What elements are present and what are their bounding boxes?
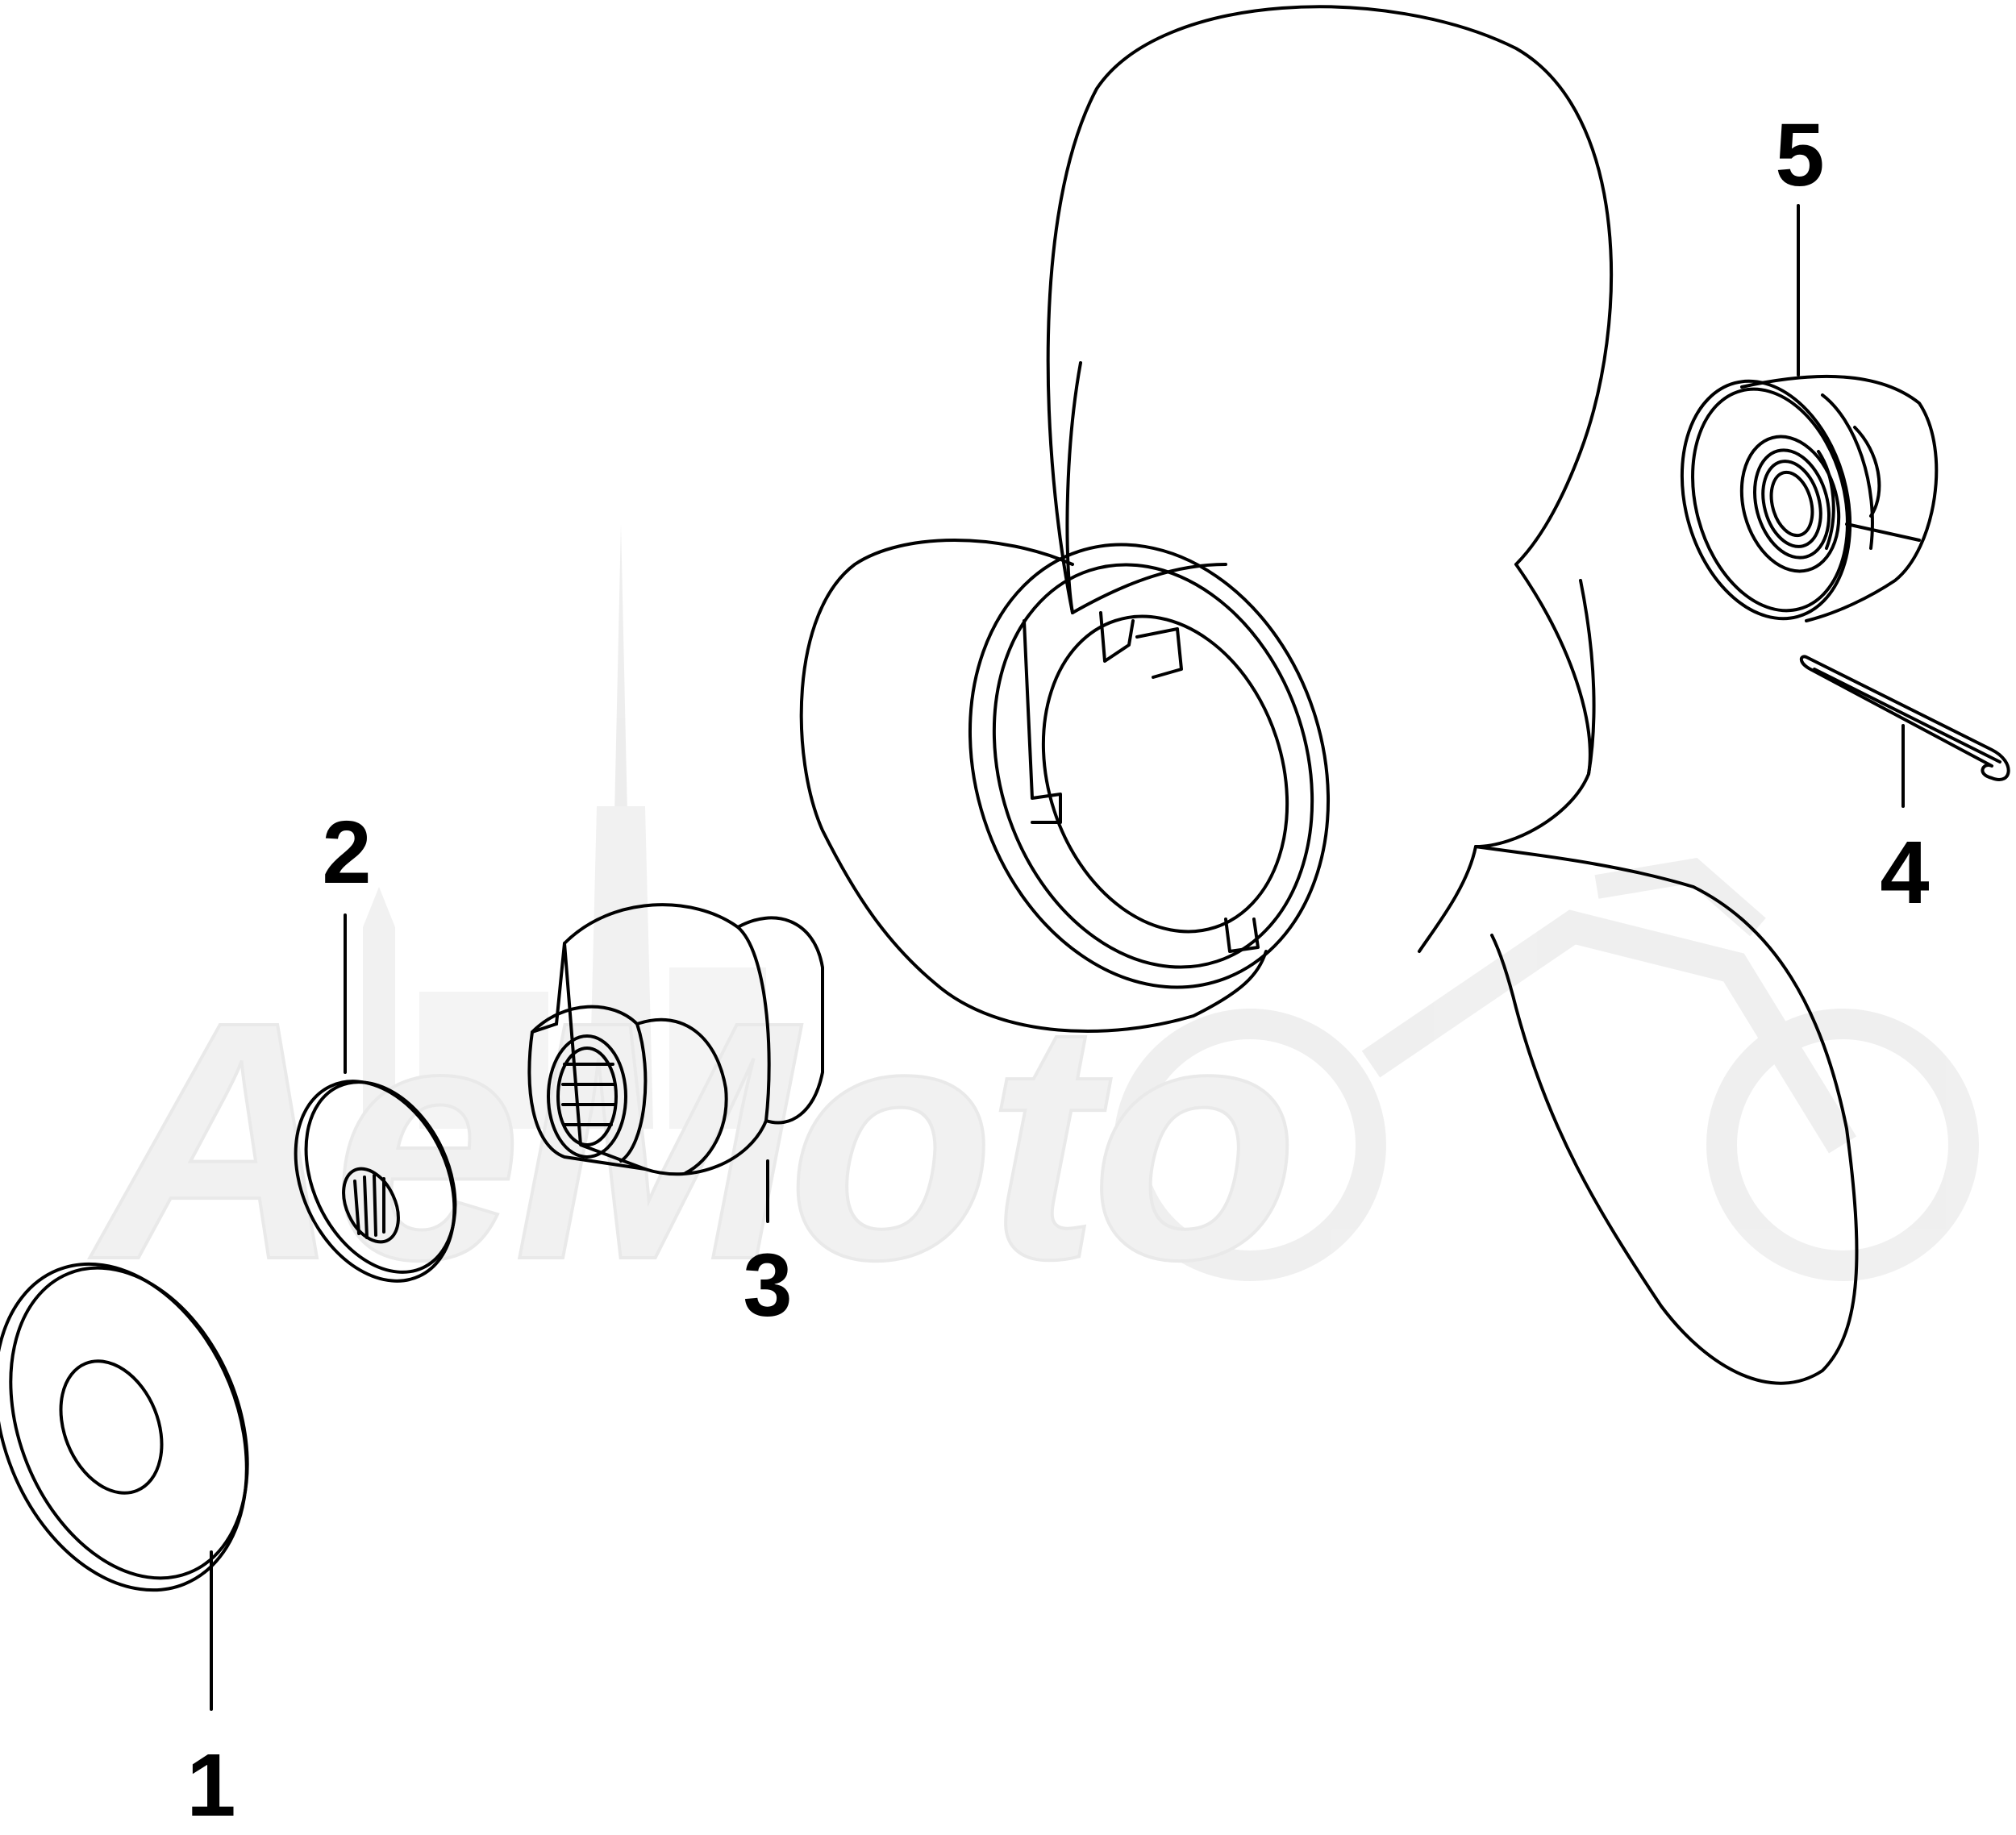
- leader-lines: [210, 204, 1905, 1711]
- watermark-logo: AeMoto: [85, 524, 1979, 1332]
- part-3-splined-hub: [527, 903, 824, 1176]
- propeller: [799, 5, 1859, 1385]
- callout-5: 5: [1775, 106, 1824, 205]
- callout-4: 4: [1880, 823, 1929, 922]
- part-2-washer: [294, 1080, 457, 1283]
- callout-labels: 1 2 3 4 5: [186, 106, 1929, 1835]
- callout-3: 3: [743, 1236, 792, 1335]
- callout-1: 1: [186, 1736, 235, 1835]
- watermark-text: AeMoto: [86, 952, 1293, 1330]
- part-5-castle-nut: [1680, 374, 1939, 622]
- part-1-thrust-washer: [0, 1262, 249, 1592]
- callout-2: 2: [322, 803, 371, 902]
- part-4-cotter-pin: [1799, 655, 2010, 781]
